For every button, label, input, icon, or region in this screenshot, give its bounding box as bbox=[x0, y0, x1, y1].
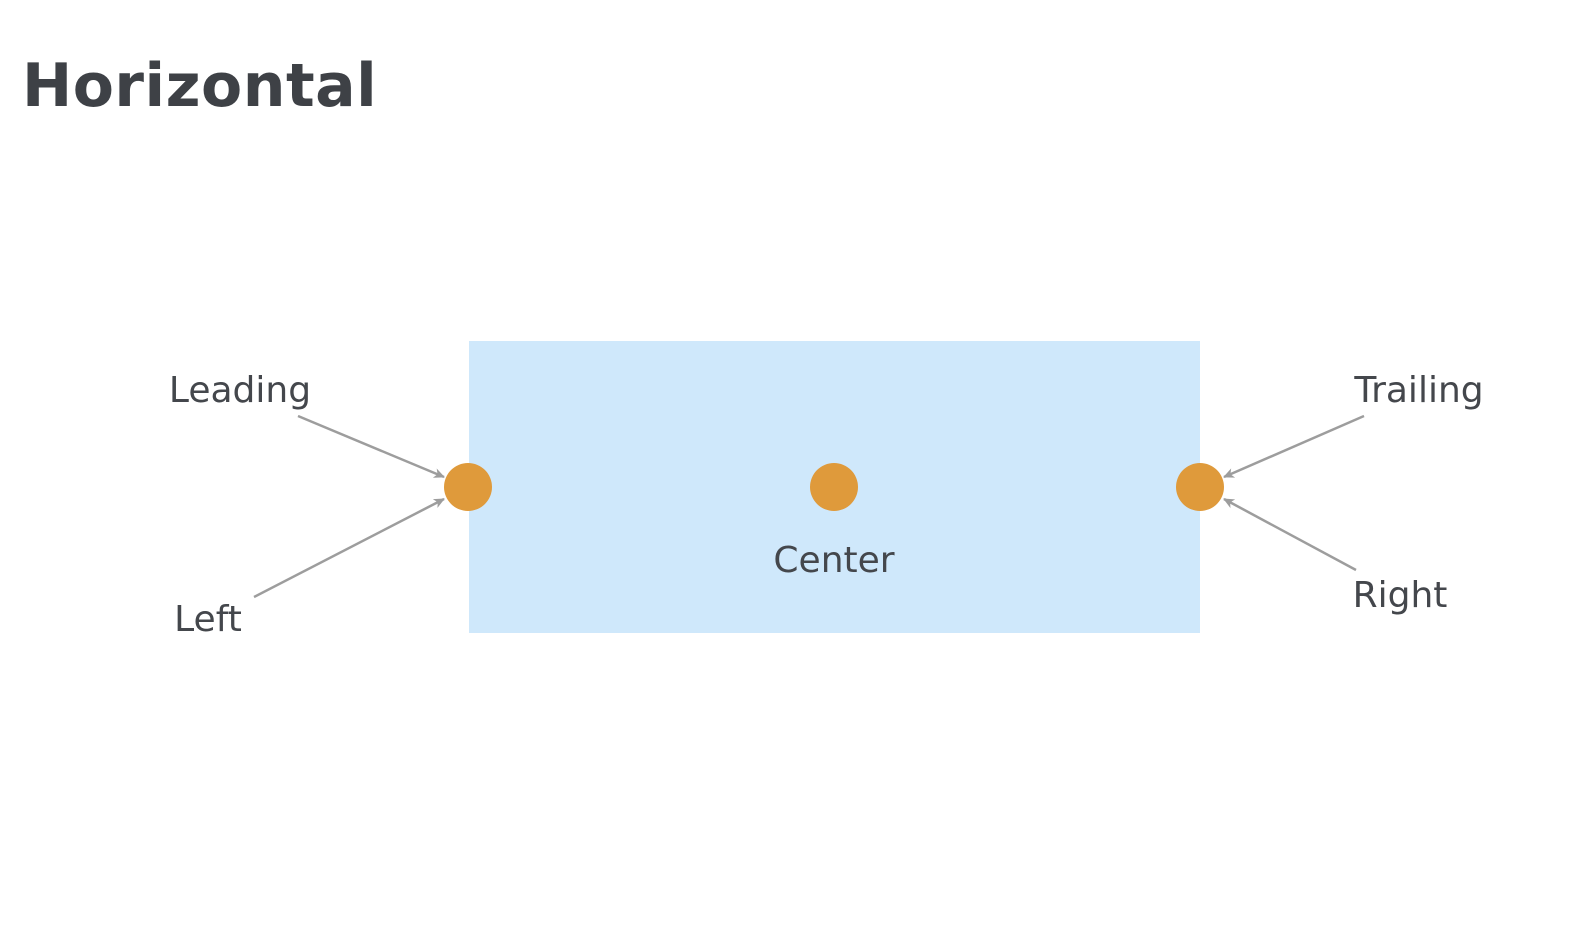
right-label: Right bbox=[1353, 575, 1448, 616]
leading-anchor-dot bbox=[444, 463, 492, 511]
trailing-anchor-dot bbox=[1176, 463, 1224, 511]
left-label: Left bbox=[174, 599, 242, 640]
center-anchor-dot bbox=[810, 463, 858, 511]
trailing-arrow bbox=[1223, 414, 1365, 479]
left-arrow bbox=[253, 497, 445, 599]
leading-label: Leading bbox=[169, 370, 311, 411]
slide-title: Horizontal bbox=[22, 51, 378, 121]
center-label: Center bbox=[773, 540, 894, 581]
trailing-label: Trailing bbox=[1353, 370, 1483, 411]
right-arrow bbox=[1223, 497, 1357, 572]
leading-arrow bbox=[297, 414, 445, 479]
